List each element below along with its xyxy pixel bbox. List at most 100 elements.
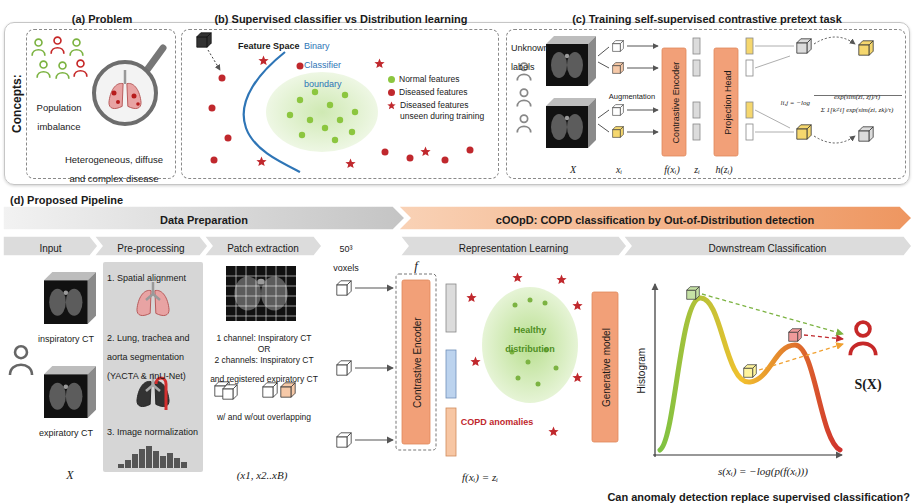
preprocessing-panel xyxy=(153,451,159,468)
feature-space-plot xyxy=(312,89,318,95)
label-text-holder: expiratory CT xyxy=(30,421,102,440)
label-text: X xyxy=(570,164,576,175)
feature-space-plot xyxy=(297,63,304,70)
feature-space-plot xyxy=(197,33,211,47)
preprocessing-panel xyxy=(125,460,131,468)
pretext-illustration xyxy=(613,41,624,138)
generative-model-box: Generative model xyxy=(592,292,618,442)
representation-illustration xyxy=(572,373,582,383)
label-text: X xyxy=(66,468,73,482)
magnifier-lungs xyxy=(132,94,137,99)
representation-illustration xyxy=(396,274,436,450)
feature-space-plot xyxy=(337,117,343,123)
label-text: 2 channels: Inspiratory CT and registere… xyxy=(210,355,318,384)
node-text-holder: Input xyxy=(3,237,98,256)
representation-illustration xyxy=(536,382,541,387)
patch-illustration xyxy=(281,383,295,397)
magnifier-lungs xyxy=(136,102,140,106)
representation-illustration xyxy=(482,287,578,403)
step-chevron-fill xyxy=(94,236,208,256)
pretext-illustration xyxy=(746,102,753,118)
node-text-holder: Heterogeneous, diffuse and complex disea… xyxy=(57,148,171,186)
pretext-illustration xyxy=(693,38,700,54)
feature-space-plot xyxy=(352,109,358,115)
label-text: zᵢ xyxy=(694,164,699,175)
pretext-illustration xyxy=(598,47,609,56)
label-text-holder: 1 channel: Inspiratory CT xyxy=(207,326,321,345)
magnifier-lungs xyxy=(109,83,141,108)
histogram-plot xyxy=(654,284,655,457)
pretext-illustration xyxy=(627,110,658,111)
pretext-illustration xyxy=(627,132,658,133)
node-text: Pre-processing xyxy=(117,243,184,254)
feature-space-plot xyxy=(322,125,328,131)
pretext-illustration xyxy=(517,63,530,132)
label-text: Can anomaly detection replace supervised… xyxy=(607,491,910,503)
pretext-illustration xyxy=(755,132,794,133)
projection-head-box: Projection Head xyxy=(714,48,738,156)
histogram-plot xyxy=(660,298,840,450)
step-chevron: Patch extraction xyxy=(204,236,322,256)
representation-illustration xyxy=(446,350,456,398)
pretext-illustration xyxy=(746,124,753,140)
pretext-illustration xyxy=(797,39,873,141)
legend-swatch xyxy=(388,76,395,83)
label-text: f(xᵢ) = zᵢ xyxy=(462,471,498,483)
pretext-illustration xyxy=(598,124,609,132)
node-text-holder: Unknown labels xyxy=(511,36,565,74)
patch-illustration xyxy=(215,382,295,399)
label-text-holder: zᵢ xyxy=(688,158,706,177)
step-chevron: Representation Learning xyxy=(400,236,627,256)
patch-illustration xyxy=(223,385,237,399)
label-text-holder: f xyxy=(404,255,428,274)
population-icons xyxy=(70,39,83,56)
histogram-plot xyxy=(702,294,843,334)
feature-space-plot xyxy=(382,149,389,156)
pretext-illustration xyxy=(814,37,855,44)
pretext-illustration xyxy=(546,98,596,148)
encoder-box: Contrastive Encoder xyxy=(662,48,686,156)
legend-star xyxy=(387,101,396,110)
label-text-holder: f(xᵢ) = zᵢ xyxy=(425,466,535,485)
label-text-holder: h(zᵢ) xyxy=(706,158,742,177)
step-chevron: Input xyxy=(3,236,98,256)
feature-space-plot xyxy=(219,75,226,82)
representation-illustration xyxy=(556,275,566,285)
stage-band-fill xyxy=(3,206,405,230)
step-chevron-fill xyxy=(204,236,322,256)
preprocessing-panel xyxy=(156,378,166,410)
patch-illustration xyxy=(355,439,393,440)
representation-illustration xyxy=(510,298,559,387)
preprocessing-panel xyxy=(132,454,138,468)
label-text-holder: (x1, x2..xB) xyxy=(217,464,307,483)
representation-illustration xyxy=(516,376,521,381)
input-illustration xyxy=(10,272,96,418)
population-icons xyxy=(32,39,45,56)
stage-band: cOOpD: COPD classification by Out-of-Dis… xyxy=(398,206,912,230)
node-text-holder: Representation Learning xyxy=(400,237,627,256)
node-text-holder: Binary Classifier boundary xyxy=(304,34,368,92)
representation-illustration xyxy=(526,360,531,365)
population-icons xyxy=(37,61,50,78)
stage-band-fill xyxy=(398,206,912,230)
node-text-holder: cOOpD: COPD classification by Out-of-Dis… xyxy=(398,209,912,228)
label-text-holder: COPD anomalies xyxy=(460,410,534,429)
preprocessing-panel xyxy=(174,458,180,468)
label-text-holder: X xyxy=(55,464,85,483)
preprocessing-panel xyxy=(103,262,203,472)
pretext-illustration xyxy=(797,39,811,53)
preprocessing-panel xyxy=(118,464,124,468)
magnifier-lungs xyxy=(124,70,127,84)
pretext-illustration xyxy=(755,46,794,132)
representation-illustration xyxy=(466,293,476,303)
pretext-illustration xyxy=(517,89,530,106)
histogram-plot xyxy=(687,287,802,378)
node-text-holder: (c) Training self-supervised contrastive… xyxy=(507,8,907,27)
representation-illustration xyxy=(512,273,522,283)
pretext-illustration xyxy=(613,105,624,116)
node-text-holder: Concepts: xyxy=(6,58,25,148)
preprocessing-panel xyxy=(103,262,203,472)
representation-illustration xyxy=(396,273,583,456)
pretext-illustration xyxy=(517,36,902,148)
label-text-holder: X xyxy=(563,158,583,177)
